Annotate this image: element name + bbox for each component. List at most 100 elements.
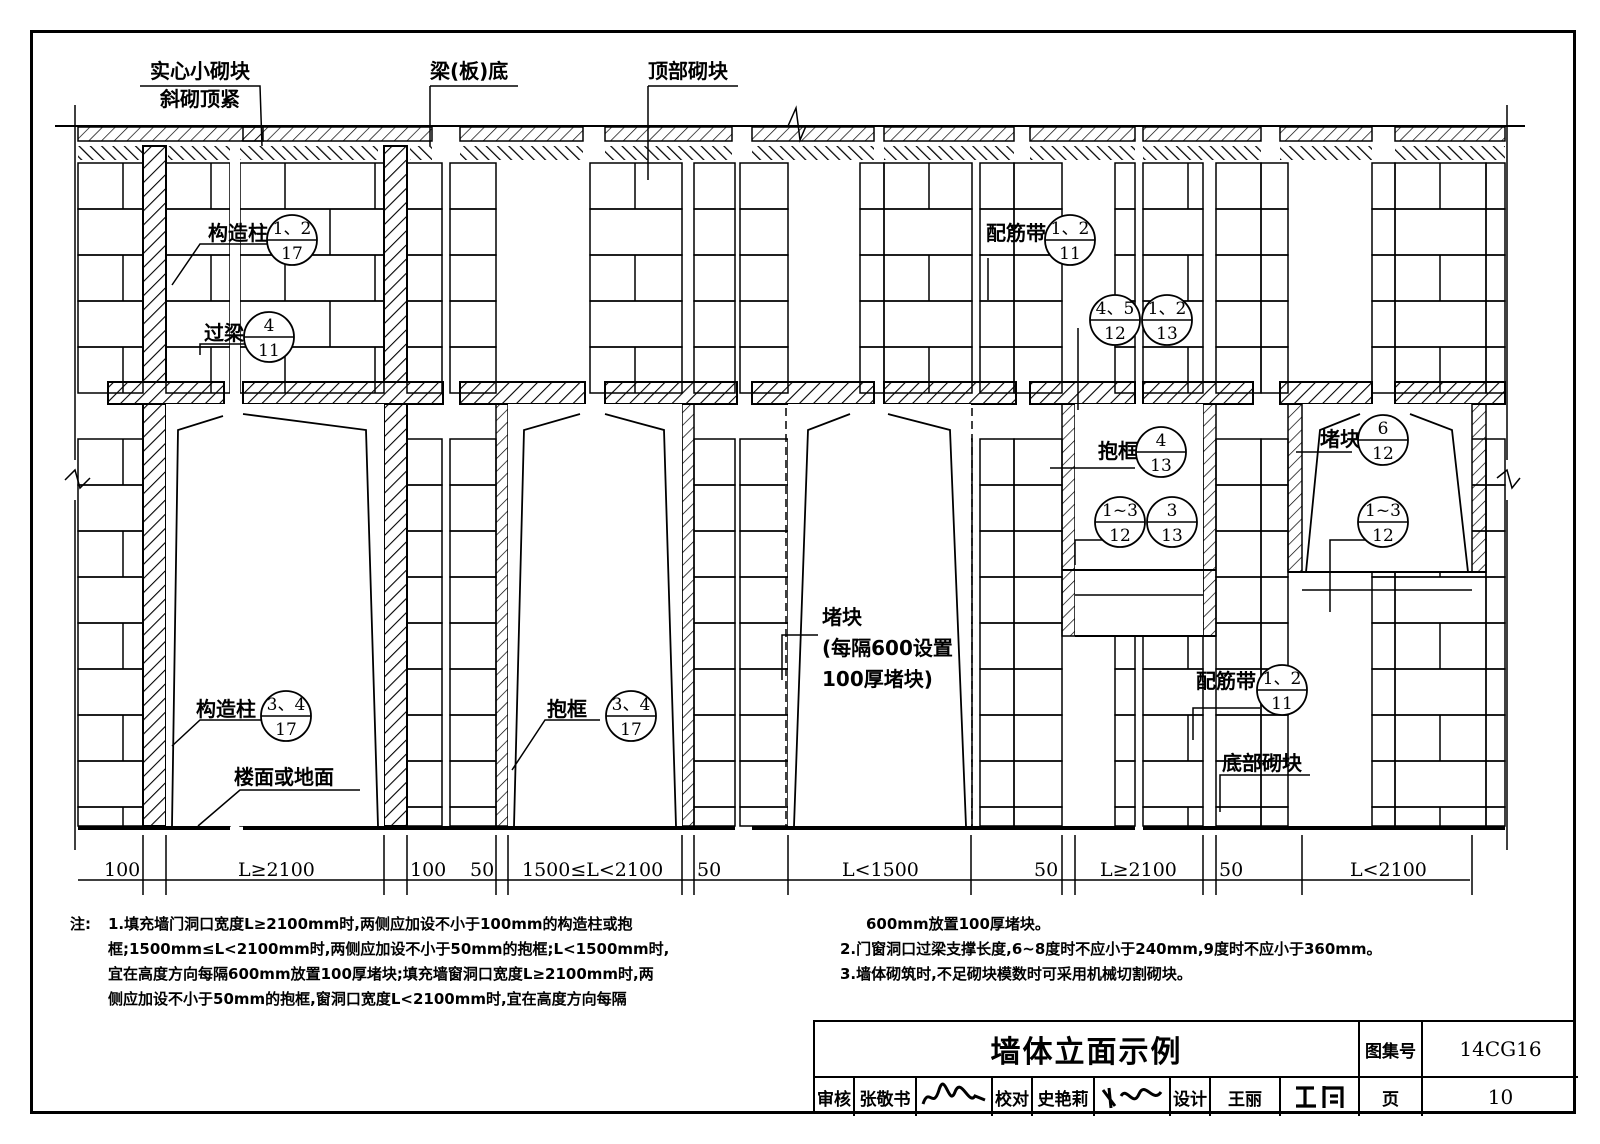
block-course xyxy=(77,208,144,256)
block-course xyxy=(1371,346,1396,394)
block-course xyxy=(589,208,683,256)
block-course xyxy=(979,530,1015,578)
block-course xyxy=(77,576,144,624)
block-course xyxy=(1260,254,1289,302)
checker-signature xyxy=(1095,1078,1171,1116)
block-course xyxy=(739,714,789,762)
block-course xyxy=(1013,806,1063,827)
label-beam-bottom: 梁(板)底 xyxy=(429,59,508,83)
block-course xyxy=(859,300,885,348)
block-course xyxy=(883,208,973,256)
callout-top: 6 xyxy=(1378,419,1389,439)
block-course xyxy=(1485,806,1506,827)
block-course xyxy=(883,300,973,348)
block-course xyxy=(739,760,789,808)
block-course xyxy=(979,714,1015,762)
block-course xyxy=(449,806,497,827)
dim-1-main: L≥2100 xyxy=(238,859,315,881)
dim-4-left: 50 xyxy=(1034,859,1058,881)
block-course xyxy=(1485,576,1506,624)
block-course xyxy=(406,530,443,578)
block-course xyxy=(1013,254,1063,302)
block-course xyxy=(406,162,443,210)
detail-callouts: 1、2174111、2114、5121、2134131~3123136121~3… xyxy=(243,214,1409,742)
block-course xyxy=(406,806,443,827)
block-course xyxy=(77,530,144,578)
block-course xyxy=(77,254,144,302)
block-course xyxy=(979,484,1015,532)
callout-bottom: 12 xyxy=(1109,526,1131,546)
callout-bottom: 11 xyxy=(1271,694,1293,714)
block-course xyxy=(449,300,497,348)
block-course xyxy=(883,162,973,210)
block-course xyxy=(1215,300,1262,348)
block-course xyxy=(449,576,497,624)
block-course xyxy=(1485,668,1506,716)
block-course xyxy=(589,300,683,348)
block-course xyxy=(1013,484,1063,532)
label-structural-column-bottom: 构造柱 xyxy=(196,697,256,721)
block-course xyxy=(77,714,144,762)
callout-top: 3 xyxy=(1167,501,1178,521)
block-course xyxy=(739,162,789,210)
block-course xyxy=(979,438,1015,486)
block-course xyxy=(77,300,144,348)
block-course xyxy=(693,208,736,256)
dim-5-main: L<2100 xyxy=(1350,859,1427,881)
designer-signature xyxy=(1281,1078,1360,1116)
block-course xyxy=(739,300,789,348)
block-course xyxy=(1485,622,1506,670)
block-course xyxy=(1013,760,1063,808)
block-course xyxy=(406,576,443,624)
block-course xyxy=(1371,208,1396,256)
callout-top: 1、2 xyxy=(273,219,312,239)
block-course xyxy=(1215,208,1262,256)
block-course xyxy=(979,760,1015,808)
dim-1-left: 100 xyxy=(104,859,140,881)
note-1-line-b: 框;1500mm≤L<2100mm时,两侧应加设不小于50mm的抱框;L<150… xyxy=(108,940,670,958)
block-course xyxy=(1142,714,1204,762)
block-course xyxy=(449,208,497,256)
block-course xyxy=(1260,484,1289,532)
dim-4-right: 50 xyxy=(1219,859,1243,881)
block-course xyxy=(449,484,497,532)
block-course xyxy=(239,162,385,210)
label-plug-block-door-1: 堵块 xyxy=(822,605,863,629)
door-openings xyxy=(166,146,971,826)
callout-bottom: 12 xyxy=(1372,444,1394,464)
check-label: 校对 xyxy=(993,1078,1033,1116)
block-course xyxy=(1394,760,1487,808)
block-course xyxy=(1371,668,1396,716)
block-course xyxy=(449,760,497,808)
block-course xyxy=(406,622,443,670)
block-course xyxy=(1142,254,1204,302)
block-course xyxy=(739,484,789,532)
block-course xyxy=(693,530,736,578)
callout-c-plug-6-12: 612 xyxy=(1357,414,1409,466)
callout-top: 1、2 xyxy=(1263,669,1302,689)
callout-top: 1~3 xyxy=(1365,501,1401,521)
callout-bottom: 17 xyxy=(620,720,642,740)
block-course xyxy=(406,760,443,808)
block-course xyxy=(979,622,1015,670)
block-course xyxy=(739,208,789,256)
callout-c-rebar-bottom: 1、211 xyxy=(1256,664,1308,716)
block-course xyxy=(1485,208,1506,256)
reviewer-name: 张敬书 xyxy=(855,1078,917,1116)
block-course xyxy=(1114,162,1136,210)
block-course xyxy=(1260,576,1289,624)
block-course xyxy=(1114,760,1136,808)
block-course xyxy=(1394,208,1487,256)
block-course xyxy=(589,162,683,210)
dimension-lines xyxy=(78,835,1473,895)
block-course xyxy=(1142,208,1204,256)
block-course xyxy=(406,438,443,486)
block-course xyxy=(406,484,443,532)
review-label: 审核 xyxy=(815,1078,855,1116)
block-course xyxy=(406,208,443,256)
block-course xyxy=(1485,254,1506,302)
block-course xyxy=(1215,806,1262,827)
label-floor-or-ground: 楼面或地面 xyxy=(234,765,334,789)
note-3: 3.墙体砌筑时,不足砌块模数时可采用机械切割砌块。 xyxy=(840,965,1192,983)
callout-c-col-top: 1、217 xyxy=(266,214,318,266)
